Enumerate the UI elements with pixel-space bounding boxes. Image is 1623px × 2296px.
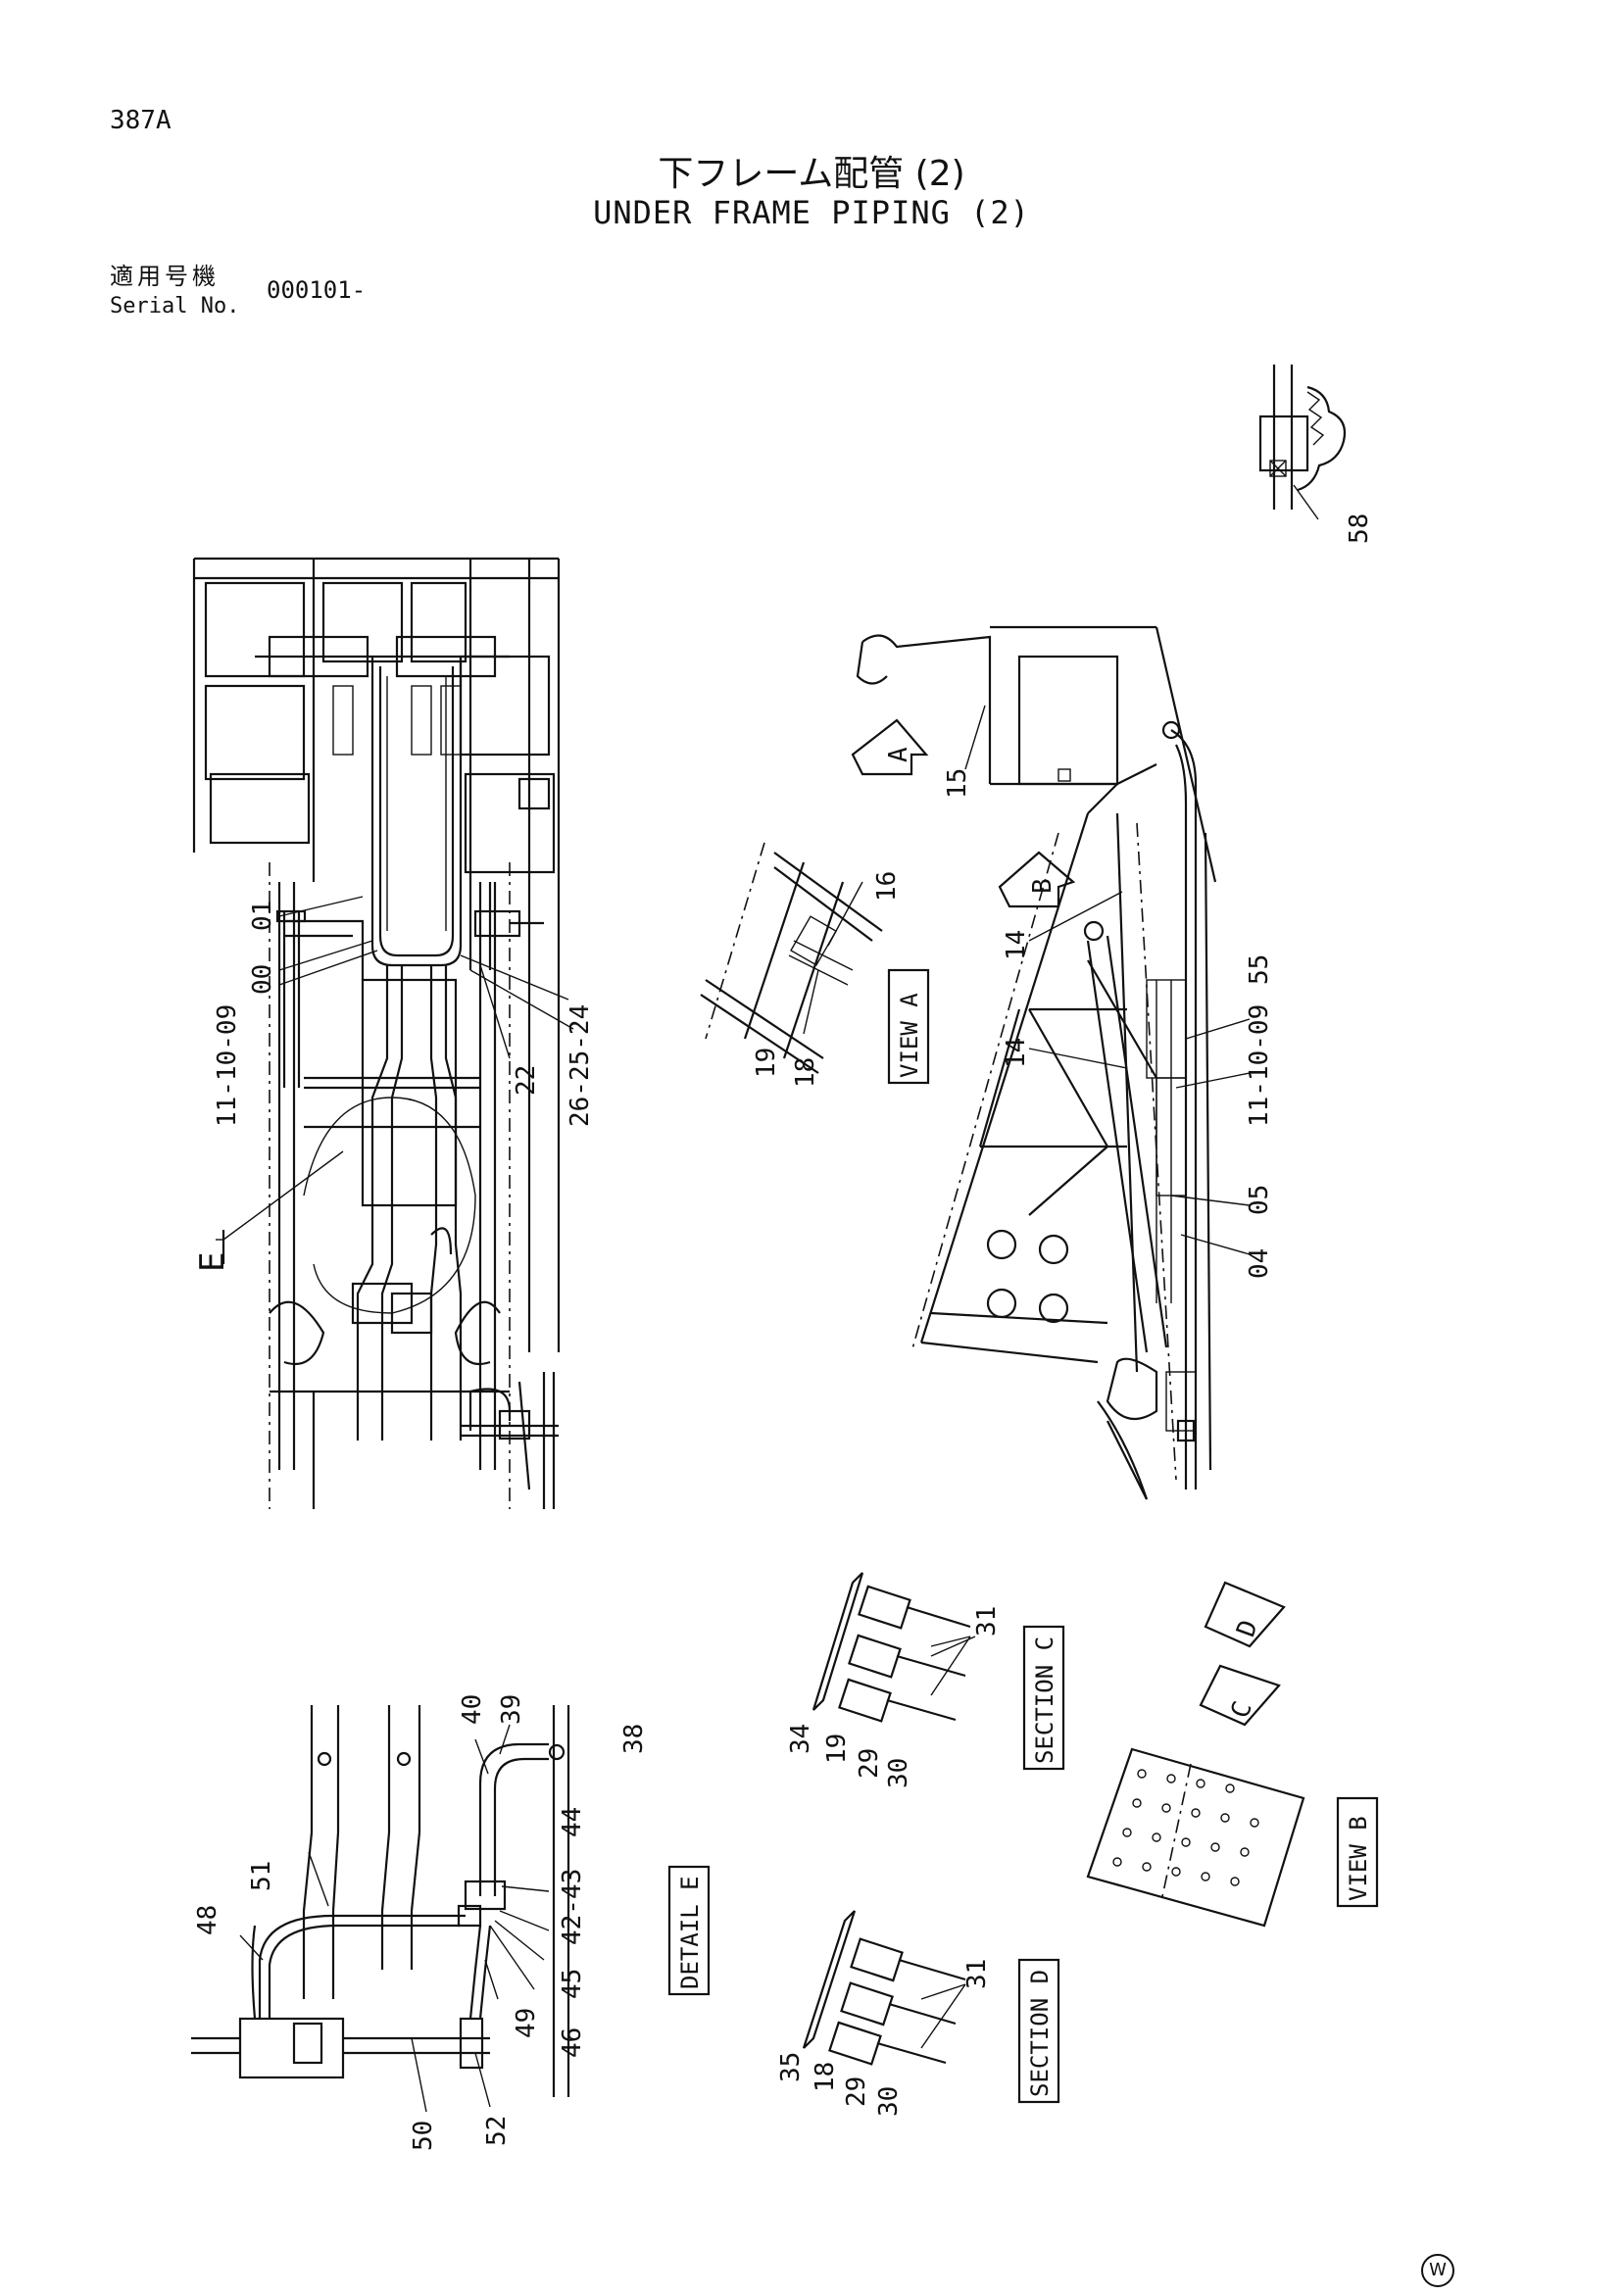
callout-29-section-c: 29	[855, 1748, 884, 1779]
title-english: UNDER FRAME PIPING (2)	[593, 194, 1030, 231]
serial-label-english: Serial No.	[110, 294, 240, 318]
callout-26-25-24: 26-25-24	[566, 1004, 595, 1127]
view-labels: VIEW A VIEW B SECTION C SECTION D DETAIL…	[667, 747, 1379, 2104]
section-c-label: SECTION C	[1031, 1637, 1058, 1764]
detail-e-drawing	[191, 1705, 570, 2113]
section-c-drawing	[812, 1572, 976, 1723]
callout-00: 00	[248, 964, 277, 995]
view-b-drawing	[1086, 1581, 1305, 1928]
detail-e-label: DETAIL E	[676, 1876, 704, 1989]
view-arrow-a-label: A	[884, 747, 913, 762]
callout-46: 46	[558, 2027, 587, 2058]
under-frame-top-view	[192, 557, 574, 1509]
callout-22: 22	[512, 1065, 541, 1096]
coupling-detail-58	[1258, 365, 1347, 520]
section-d-drawing	[802, 1910, 966, 2066]
callout-45: 45	[558, 1969, 587, 1999]
callout-34: 34	[786, 1724, 815, 1754]
view-a-label: VIEW A	[896, 993, 923, 1078]
callout-18-section-d: 18	[811, 2062, 840, 2092]
callout-49: 49	[512, 2008, 541, 2038]
callout-e: E	[193, 1252, 232, 1272]
callout-48: 48	[193, 1905, 222, 1935]
callout-11-10-09-right: 11-10-09	[1245, 1004, 1274, 1127]
callout-30-section-d: 30	[874, 2086, 904, 2117]
callout-29-section-d: 29	[842, 2076, 871, 2107]
callout-14-lower: 14	[1002, 1038, 1031, 1068]
callout-51: 51	[247, 1861, 276, 1891]
callout-14-upper: 14	[1002, 930, 1031, 960]
serial-number-value: 000101-	[267, 276, 367, 304]
callout-40: 40	[458, 1694, 487, 1725]
boom-side-view	[851, 625, 1251, 1500]
callout-39: 39	[497, 1694, 526, 1725]
callout-42-43: 42-43	[558, 1869, 587, 1945]
page-number: 387A	[110, 106, 172, 135]
callout-04: 04	[1245, 1248, 1274, 1279]
section-d-label: SECTION D	[1026, 1970, 1054, 2097]
callout-19-section-c: 19	[822, 1734, 852, 1764]
callout-55: 55	[1245, 954, 1274, 985]
callout-38: 38	[619, 1724, 649, 1754]
view-b-label: VIEW B	[1345, 1816, 1372, 1901]
callout-labels: 58 01 00 11-10-09 22 26-25-24 E 15 14 14…	[193, 513, 1374, 2151]
callout-15: 15	[943, 768, 972, 799]
callout-52: 52	[482, 2116, 512, 2146]
title-japanese: 下フレーム配管 (2)	[658, 154, 965, 194]
view-arrow-d-label: D	[1231, 1616, 1264, 1640]
callout-05: 05	[1245, 1185, 1274, 1215]
callout-58: 58	[1345, 513, 1374, 544]
callout-30-section-c: 30	[884, 1758, 913, 1788]
callout-44: 44	[558, 1807, 587, 1837]
callout-31-section-d: 31	[962, 1959, 992, 1989]
callout-16: 16	[872, 871, 902, 902]
callout-50: 50	[409, 2121, 438, 2151]
callout-01: 01	[248, 901, 277, 931]
w-circle-mark: W	[1421, 2254, 1454, 2287]
serial-label-japanese: 適用号機	[110, 263, 220, 290]
callout-19-view-a: 19	[752, 1048, 781, 1078]
callout-11-10-09-left: 11-10-09	[213, 1004, 242, 1127]
view-a-drawing	[700, 842, 883, 1074]
callout-18-view-a: 18	[791, 1057, 820, 1088]
callout-35: 35	[776, 2052, 806, 2082]
callout-31-section-c: 31	[972, 1606, 1002, 1637]
view-arrow-b-label: B	[1028, 878, 1057, 894]
